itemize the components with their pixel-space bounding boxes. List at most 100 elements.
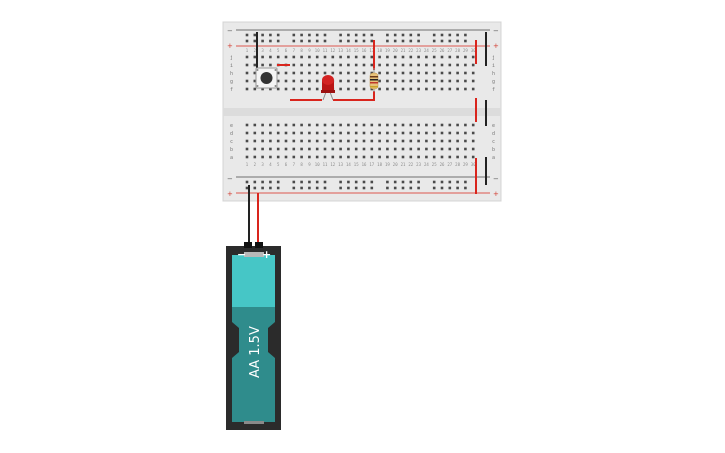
breadboard-hole[interactable]	[331, 155, 335, 159]
breadboard-hole[interactable]	[253, 131, 257, 135]
breadboard-hole[interactable]	[315, 33, 319, 37]
breadboard-hole[interactable]	[409, 39, 413, 43]
breadboard-hole[interactable]	[276, 39, 280, 43]
breadboard-hole[interactable]	[417, 186, 420, 190]
breadboard-hole[interactable]	[370, 139, 374, 143]
battery-leads[interactable]	[248, 185, 259, 244]
breadboard-hole[interactable]	[432, 71, 436, 75]
breadboard-hole[interactable]	[261, 87, 264, 91]
breadboard-hole[interactable]	[409, 55, 413, 59]
breadboard-hole[interactable]	[432, 139, 436, 143]
breadboard-hole[interactable]	[362, 186, 366, 190]
breadboard-hole[interactable]	[432, 79, 436, 83]
breadboard-hole[interactable]	[401, 186, 405, 190]
breadboard-hole[interactable]	[432, 87, 436, 91]
breadboard-hole[interactable]	[261, 155, 264, 159]
breadboard-hole[interactable]	[315, 155, 319, 159]
breadboard-hole[interactable]	[425, 123, 428, 127]
breadboard-hole[interactable]	[401, 33, 405, 37]
breadboard-hole[interactable]	[425, 87, 428, 91]
breadboard-hole[interactable]	[386, 39, 389, 43]
breadboard-hole[interactable]	[354, 55, 358, 59]
breadboard-hole[interactable]	[245, 186, 249, 190]
breadboard-hole[interactable]	[440, 55, 444, 59]
breadboard-hole[interactable]	[354, 131, 358, 135]
breadboard-hole[interactable]	[401, 79, 405, 83]
breadboard-hole[interactable]	[276, 87, 280, 91]
breadboard-hole[interactable]	[354, 87, 358, 91]
breadboard-hole[interactable]	[401, 155, 405, 159]
breadboard-hole[interactable]	[386, 33, 389, 37]
breadboard-hole[interactable]	[432, 55, 436, 59]
breadboard-hole[interactable]	[292, 63, 296, 67]
breadboard-hole[interactable]	[401, 39, 405, 43]
breadboard-hole[interactable]	[471, 131, 475, 135]
breadboard-hole[interactable]	[448, 71, 452, 75]
breadboard-hole[interactable]	[292, 71, 296, 75]
breadboard-hole[interactable]	[261, 186, 264, 190]
breadboard-hole[interactable]	[315, 87, 319, 91]
breadboard-hole[interactable]	[456, 131, 459, 135]
breadboard-hole[interactable]	[393, 79, 397, 83]
breadboard-hole[interactable]	[292, 87, 296, 91]
breadboard-hole[interactable]	[339, 147, 342, 151]
breadboard-hole[interactable]	[362, 79, 366, 83]
breadboard-hole[interactable]	[432, 39, 436, 43]
breadboard-hole[interactable]	[339, 139, 342, 143]
breadboard-hole[interactable]	[456, 39, 459, 43]
breadboard-hole[interactable]	[409, 155, 413, 159]
breadboard-hole[interactable]	[386, 63, 389, 67]
breadboard-hole[interactable]	[471, 147, 475, 151]
breadboard-hole[interactable]	[464, 139, 467, 143]
breadboard-hole[interactable]	[432, 33, 436, 37]
breadboard-hole[interactable]	[339, 55, 342, 59]
breadboard-hole[interactable]	[339, 186, 342, 190]
breadboard-hole[interactable]	[370, 147, 374, 151]
breadboard-hole[interactable]	[269, 123, 272, 127]
breadboard-hole[interactable]	[292, 180, 296, 184]
breadboard-hole[interactable]	[339, 123, 342, 127]
breadboard-hole[interactable]	[440, 147, 444, 151]
breadboard-hole[interactable]	[370, 123, 374, 127]
breadboard-hole[interactable]	[386, 87, 389, 91]
breadboard-hole[interactable]	[292, 186, 296, 190]
breadboard-hole[interactable]	[440, 79, 444, 83]
breadboard-hole[interactable]	[269, 180, 272, 184]
breadboard-hole[interactable]	[347, 33, 350, 37]
breadboard-hole[interactable]	[354, 63, 358, 67]
breadboard-hole[interactable]	[347, 180, 350, 184]
breadboard-hole[interactable]	[253, 79, 257, 83]
breadboard-hole[interactable]	[269, 139, 272, 143]
breadboard-hole[interactable]	[464, 39, 467, 43]
breadboard-hole[interactable]	[440, 186, 444, 190]
breadboard-hole[interactable]	[284, 155, 288, 159]
breadboard-hole[interactable]	[276, 33, 280, 37]
breadboard-hole[interactable]	[432, 186, 436, 190]
breadboard-hole[interactable]	[245, 147, 249, 151]
breadboard-hole[interactable]	[253, 39, 257, 43]
breadboard-hole[interactable]	[245, 180, 249, 184]
breadboard-hole[interactable]	[261, 147, 264, 151]
breadboard-hole[interactable]	[308, 123, 311, 127]
breadboard-hole[interactable]	[347, 79, 350, 83]
breadboard-hole[interactable]	[284, 139, 288, 143]
breadboard-hole[interactable]	[323, 147, 327, 151]
breadboard-hole[interactable]	[323, 71, 327, 75]
breadboard-hole[interactable]	[417, 71, 420, 75]
breadboard-hole[interactable]	[347, 55, 350, 59]
breadboard-hole[interactable]	[386, 55, 389, 59]
breadboard-hole[interactable]	[440, 180, 444, 184]
breadboard-hole[interactable]	[440, 87, 444, 91]
breadboard-hole[interactable]	[245, 155, 249, 159]
breadboard-hole[interactable]	[362, 155, 366, 159]
breadboard-hole[interactable]	[378, 123, 381, 127]
breadboard-hole[interactable]	[253, 87, 257, 91]
breadboard-hole[interactable]	[456, 87, 459, 91]
breadboard-hole[interactable]	[386, 186, 389, 190]
breadboard-hole[interactable]	[393, 186, 397, 190]
breadboard-hole[interactable]	[464, 131, 467, 135]
breadboard-hole[interactable]	[409, 147, 413, 151]
breadboard-hole[interactable]	[440, 63, 444, 67]
breadboard-hole[interactable]	[292, 131, 296, 135]
breadboard-hole[interactable]	[425, 79, 428, 83]
